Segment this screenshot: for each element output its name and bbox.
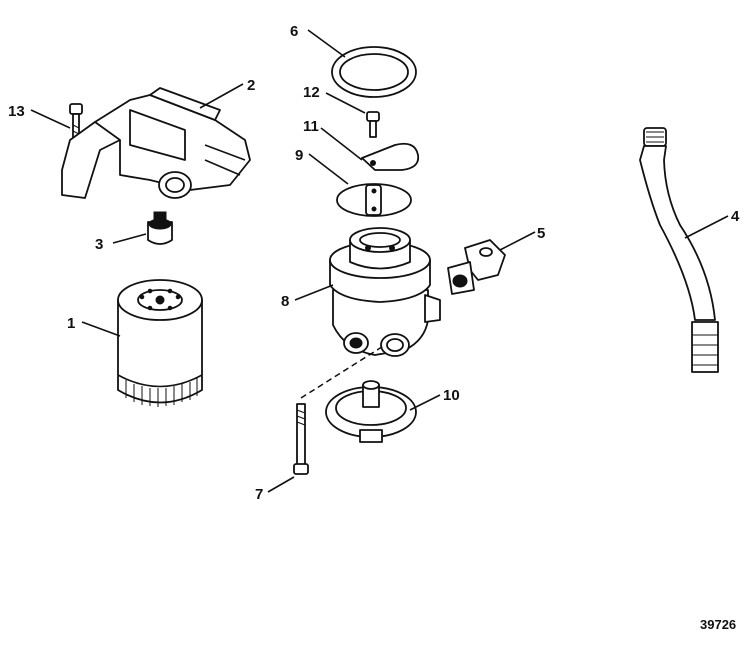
callout-7: 7 <box>255 486 263 503</box>
callout-10: 10 <box>443 387 460 404</box>
callout-13: 13 <box>8 103 25 120</box>
callout-3: 3 <box>95 236 103 253</box>
callout-1: 1 <box>67 315 75 332</box>
callout-12: 12 <box>303 84 320 101</box>
part-5-elbow-fitting <box>447 239 506 295</box>
part-3-plug <box>147 211 173 245</box>
part-9-gasket <box>336 183 412 217</box>
callout-9: 9 <box>295 147 303 164</box>
callout-4: 4 <box>731 208 740 225</box>
part-1-oil-filter <box>117 279 203 407</box>
assembly-line-7-to-8 <box>300 344 386 399</box>
part-2-adapter-bracket <box>61 87 251 199</box>
callout-2: 2 <box>247 77 255 94</box>
part-12-bolt <box>366 111 380 138</box>
part-10-center-plate <box>325 380 417 443</box>
part-11-clamp <box>361 142 420 171</box>
part-8-adapter-housing <box>329 227 441 357</box>
callout-labels: 13 2 3 1 6 12 11 9 8 5 4 10 7 39726 <box>8 23 740 632</box>
part-6-o-ring <box>331 46 417 98</box>
callout-8: 8 <box>281 293 289 310</box>
callout-6: 6 <box>290 23 298 40</box>
callout-5: 5 <box>537 225 545 242</box>
callout-11: 11 <box>303 118 319 135</box>
figure-number: 39726 <box>700 617 736 632</box>
leader-lines <box>30 29 729 493</box>
part-7-long-bolt <box>293 403 309 475</box>
part-4-oil-hose <box>639 127 719 373</box>
